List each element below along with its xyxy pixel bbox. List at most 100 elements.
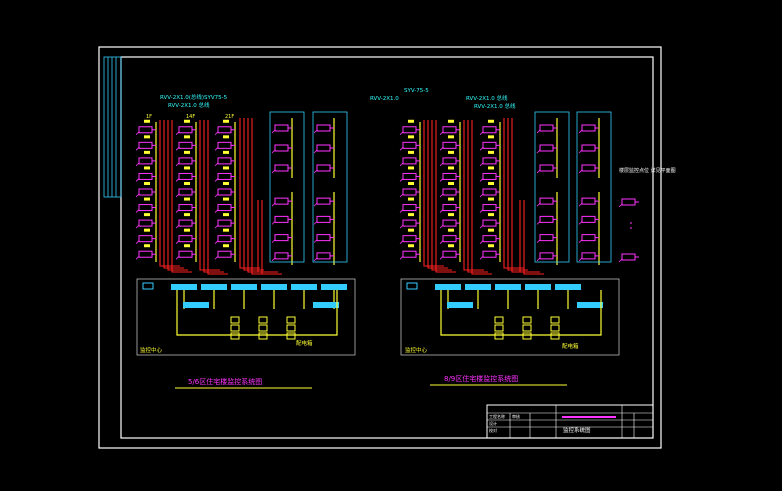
floor-tag [184,182,190,185]
title-block-row-4: 审核 [512,413,520,419]
camera-device [536,164,557,174]
title-block-row-2: 设计 [489,420,497,426]
monitoring-center-box [400,278,620,356]
right-cable-note-3: RVV-2X1.0 总线 [466,94,508,102]
floor-tag [448,228,454,232]
camera-device [135,141,156,151]
floor-tag [184,197,190,201]
camera-device [479,141,500,151]
switch-unit [313,302,339,308]
floor-tag [488,182,494,185]
trunk-line [257,200,278,273]
camera-device [214,188,235,198]
recorder-unit [495,284,521,290]
floor-tag [184,135,190,139]
floor-tag [144,213,150,217]
inner-frame [120,56,654,439]
outer-frame [98,46,662,449]
camera-device [214,219,235,229]
switch-unit [577,302,603,308]
camera-device [536,252,557,262]
left-cable-note-1: RVV-2X1.0(总线)SYV75-5 [160,93,228,101]
camera-device [399,172,420,182]
floor-tag [223,197,229,201]
camera-device [271,144,292,154]
floor-tag [184,150,190,154]
trunk-line [435,120,456,273]
floor-tag [408,135,414,139]
floor-tag [184,228,190,232]
camera-device [578,252,599,262]
camera-device [618,198,639,208]
camera-device [578,144,599,154]
monitor-unit [522,332,532,340]
floor-tag [448,197,454,201]
camera-device [214,250,235,260]
camera-device [399,250,420,260]
right-side-note: 楼层监控点位 详见平面图 [619,167,676,174]
recorder-unit [465,284,491,290]
camera-device [175,157,196,167]
left-cable-note-2: RVV-2X1.0 总线 [168,101,210,109]
floor-tag [223,135,229,139]
floor-tag [488,135,494,139]
floor-tag [144,166,150,170]
floor-tag [488,228,494,232]
monitoring-panels [136,278,620,356]
camera-device [479,157,500,167]
recorder-unit [231,284,257,290]
switch-unit [447,302,473,308]
camera-device [536,234,557,243]
recorder-unit [435,284,461,290]
floor-tag [144,197,150,201]
trunk-line [523,200,544,275]
trunk-line [199,120,220,271]
camera-device [313,124,334,134]
camera-device [175,188,196,198]
left-center-label: 监控中心 [140,346,163,354]
camera-device [399,204,420,213]
camera-device [439,141,460,151]
monitor-unit [550,324,560,332]
floor-tag [223,228,229,232]
floor-tag [144,150,150,154]
trunk-line [431,120,452,271]
building-outline [576,111,612,263]
camera-device [214,172,235,182]
left-floor-label-1: 1F [146,114,152,120]
camera-device [618,253,639,263]
monitor-unit [494,324,504,332]
camera-device [175,126,196,136]
floor-tag [488,150,494,154]
floor-tag [223,166,229,170]
monitor-unit [522,316,532,324]
camera-device [135,219,156,229]
camera-device [479,250,500,260]
camera-device [578,124,599,134]
floor-tag [408,213,414,217]
camera-device [135,126,156,136]
camera-device [399,141,420,151]
camera-device [313,215,334,225]
camera-device [536,144,557,154]
floor-tag [448,119,454,123]
building-outline [269,111,305,263]
camera-device [536,124,557,134]
title-block: 工程名称 设计 校对 审核 监控系统图 [486,404,654,439]
monitor-unit [522,324,532,332]
camera-device [479,126,500,136]
camera-device [313,164,334,174]
floor-tag [448,135,454,139]
camera-device [439,250,460,260]
camera-device [578,164,599,174]
camera-device [399,219,420,229]
recorder-unit [555,284,581,290]
camera-device [313,234,334,243]
right-box-label: 配电箱 [562,342,579,350]
floor-tag [488,213,494,217]
trunk-line [163,120,184,269]
trunk-line [519,200,540,273]
recorder-unit [201,284,227,290]
trunk-line [167,120,188,271]
